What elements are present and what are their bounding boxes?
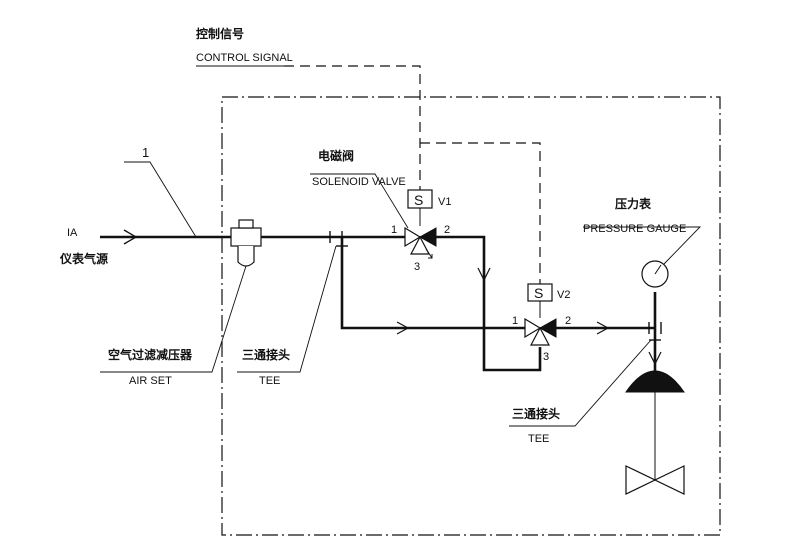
control-valve-actuator [625,370,685,495]
v1-outlet-pipe [436,235,542,372]
v1-port-2-label: 2 [444,224,450,236]
v2-port-1-label: 1 [512,315,518,327]
pressure-gauge-leader [583,226,702,265]
tee-1-cn-label: 三通接头 [242,347,290,362]
tee-1-leader [237,245,337,373]
air-set-leader [100,265,247,373]
air-set-cn-label: 空气过滤减压器 [108,347,193,362]
item-number-label: 1 [142,145,149,160]
pressure-gauge-symbol [641,260,669,288]
tee-ticks-1 [329,231,348,247]
solenoid-symbol-v2: S [534,285,543,301]
tee-2-en-label: TEE [528,433,549,445]
tee-2-cn-label: 三通接头 [512,406,560,421]
solenoid-valve-en-label: SOLENOID VALVE [312,176,406,188]
control-signal-line-v2 [420,142,541,284]
valve-2-tag: V2 [557,289,570,301]
solenoid-symbol-v1: S [414,192,423,208]
branch-flow-arrow [396,321,410,335]
solenoid-coil-v1 [407,189,433,209]
solenoid-valve-v2 [524,301,557,346]
air-source-cn-label: 仪表气源 [59,251,108,266]
valve-1-tag: V1 [438,196,451,208]
v1-outlet-flow-arrow [477,267,491,282]
item-1-leader [124,161,197,238]
tee-1-en-label: TEE [259,375,280,387]
v2-outlet-flow-arrow [596,321,610,335]
solenoid-valve-v1 [404,208,437,259]
v1-port-1-label: 1 [391,224,397,236]
inlet-flow-arrow [123,229,138,245]
v2-port-3-label: 3 [543,351,549,363]
v2-port-2-label: 2 [565,315,571,327]
solenoid-coil-v2 [527,283,553,302]
control-signal-cn-label: 控制信号 [196,26,244,41]
equipment-boundary [221,96,721,536]
branch-pipe [340,237,525,330]
ia-label: IA [67,227,78,239]
tee-2-leader [509,339,652,427]
pressure-gauge-cn-label: 压力表 [615,196,652,211]
pressure-gauge-en-label: PRESSURE GAUGE [583,223,686,235]
air-set-symbol [230,219,262,267]
control-signal-en-label: CONTROL SIGNAL [196,52,293,64]
control-signal-line-v1 [284,65,421,190]
v1-port-3-label: 3 [414,261,420,273]
solenoid-valve-cn-label: 电磁阀 [318,148,354,163]
air-set-en-label: AIR SET [129,375,172,387]
solenoid-valve-leader [310,173,409,229]
actuator-flow-arrow [648,351,662,366]
